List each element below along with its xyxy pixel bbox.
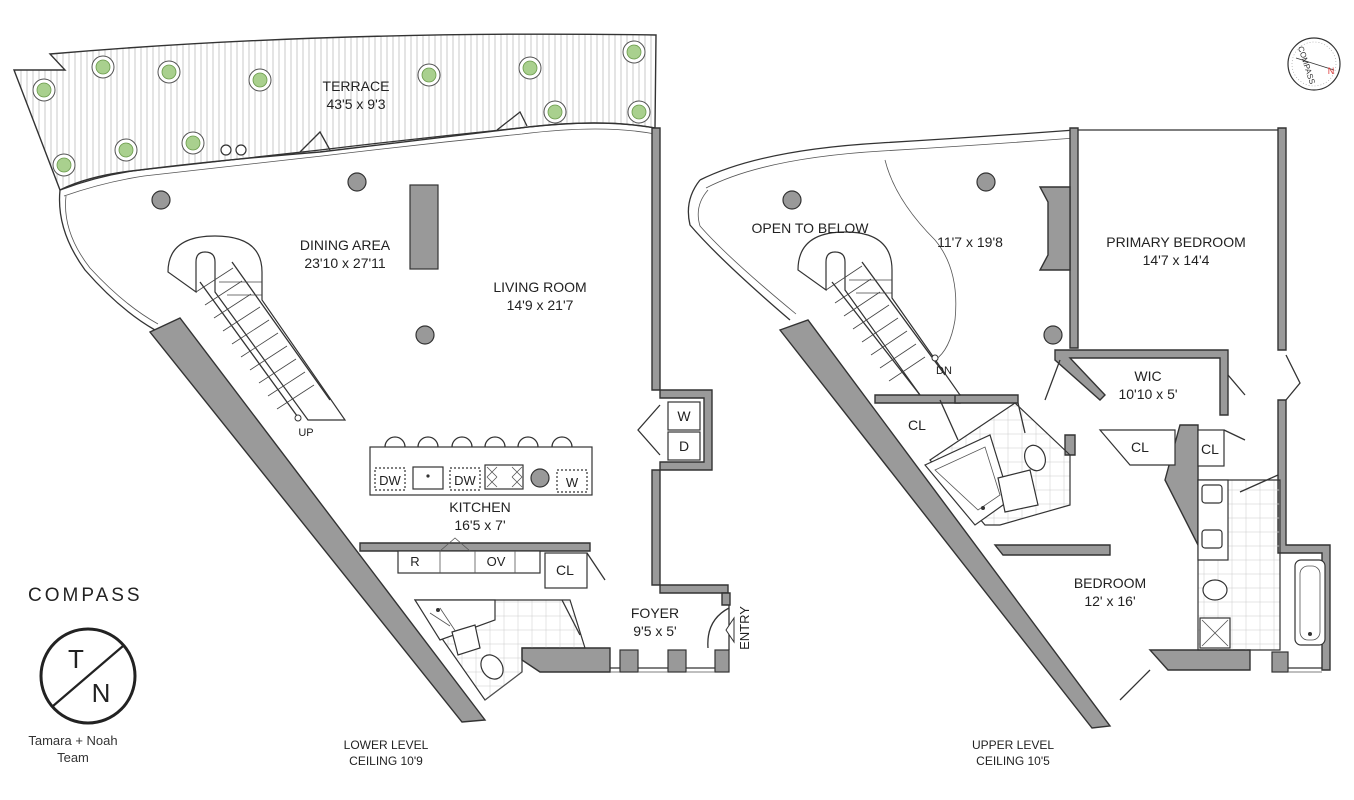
column <box>1043 325 1063 345</box>
north-marker: N <box>1328 66 1335 76</box>
upper-level: CL CL CL <box>687 127 1331 768</box>
fireplace <box>1038 186 1071 271</box>
compass-logo: COMPASS <box>28 585 143 606</box>
loft-dim: 11'7 x 19'8 <box>937 234 1003 250</box>
closet-label: CL <box>556 562 574 578</box>
lower-bath <box>413 599 586 701</box>
wic-dim: 10'10 x 5' <box>1118 386 1177 402</box>
open-to-below-label: OPEN TO BELOW <box>752 220 870 236</box>
lower-level: W D <box>12 33 752 768</box>
terrace-planters <box>32 40 651 177</box>
upper-diagonal-wall <box>778 319 1112 729</box>
lower-diagonal-wall <box>148 317 487 723</box>
upper-stair: DN <box>797 231 962 396</box>
tn-logo: T N <box>39 627 137 725</box>
column <box>347 172 367 192</box>
lower-right-wall <box>651 127 661 586</box>
compass-rose: COMPASS N <box>1287 37 1341 91</box>
column <box>976 172 996 192</box>
laundry-closet-wall <box>659 389 713 471</box>
kitchen-label: KITCHEN <box>449 499 510 515</box>
column <box>782 190 802 210</box>
lower-level-label: LOWER LEVEL <box>344 738 429 752</box>
up-label: UP <box>298 427 313 439</box>
terrace-dim: 43'5 x 9'3 <box>326 96 385 112</box>
wic-label: WIC <box>1134 368 1161 384</box>
terrace-label: TERRACE <box>323 78 390 94</box>
kitchen-dim: 16'5 x 7' <box>454 517 505 533</box>
washer <box>667 401 701 431</box>
team-name-line2: Team <box>57 750 89 765</box>
column <box>415 325 435 345</box>
team-name-line1: Tamara + Noah <box>28 733 117 748</box>
dryer <box>667 431 701 461</box>
dining-label: DINING AREA <box>300 237 391 253</box>
dishwasher-label: DW <box>454 473 476 488</box>
bedroom-dim: 12' x 16' <box>1084 593 1135 609</box>
primary-bedroom-dim: 14'7 x 14'4 <box>1143 252 1210 268</box>
lower-stair: UP <box>167 235 347 439</box>
living-dim: 14'9 x 21'7 <box>507 297 574 313</box>
oven-label: OV <box>487 554 506 569</box>
foyer-label: FOYER <box>631 605 679 621</box>
branding: COMPASS T N Tamara + Noah Team <box>28 585 143 765</box>
logo-letter-n: N <box>92 678 111 708</box>
kitchen-counter: R OV CL <box>397 537 606 589</box>
upper-hall-bath <box>924 402 1071 526</box>
upper-ceiling-label: CEILING 10'5 <box>976 754 1050 768</box>
dishwasher-label: DW <box>379 473 401 488</box>
upper-primary-bath <box>1197 474 1326 651</box>
closet-label: CL <box>1201 441 1219 457</box>
kitchen-island: DW DW W <box>369 436 593 496</box>
closet-label: CL <box>908 417 926 433</box>
primary-bedroom-label: PRIMARY BEDROOM <box>1106 234 1246 250</box>
fireplace-wall <box>409 184 439 270</box>
column <box>151 190 171 210</box>
wine-fridge-label: W <box>566 475 579 490</box>
dryer-label: D <box>679 438 689 454</box>
entry-label: ENTRY <box>737 606 752 650</box>
fridge-label: R <box>410 554 419 569</box>
closet-label: CL <box>1131 439 1149 455</box>
logo-letter-t: T <box>68 644 84 674</box>
living-label: LIVING ROOM <box>493 279 586 295</box>
foyer-dim: 9'5 x 5' <box>633 623 676 639</box>
dining-dim: 23'10 x 27'11 <box>304 255 386 271</box>
lower-ceiling-label: CEILING 10'9 <box>349 754 423 768</box>
bedroom-label: BEDROOM <box>1074 575 1146 591</box>
dn-label: DN <box>936 365 952 377</box>
upper-level-label: UPPER LEVEL <box>972 738 1054 752</box>
washer-label: W <box>677 408 691 424</box>
